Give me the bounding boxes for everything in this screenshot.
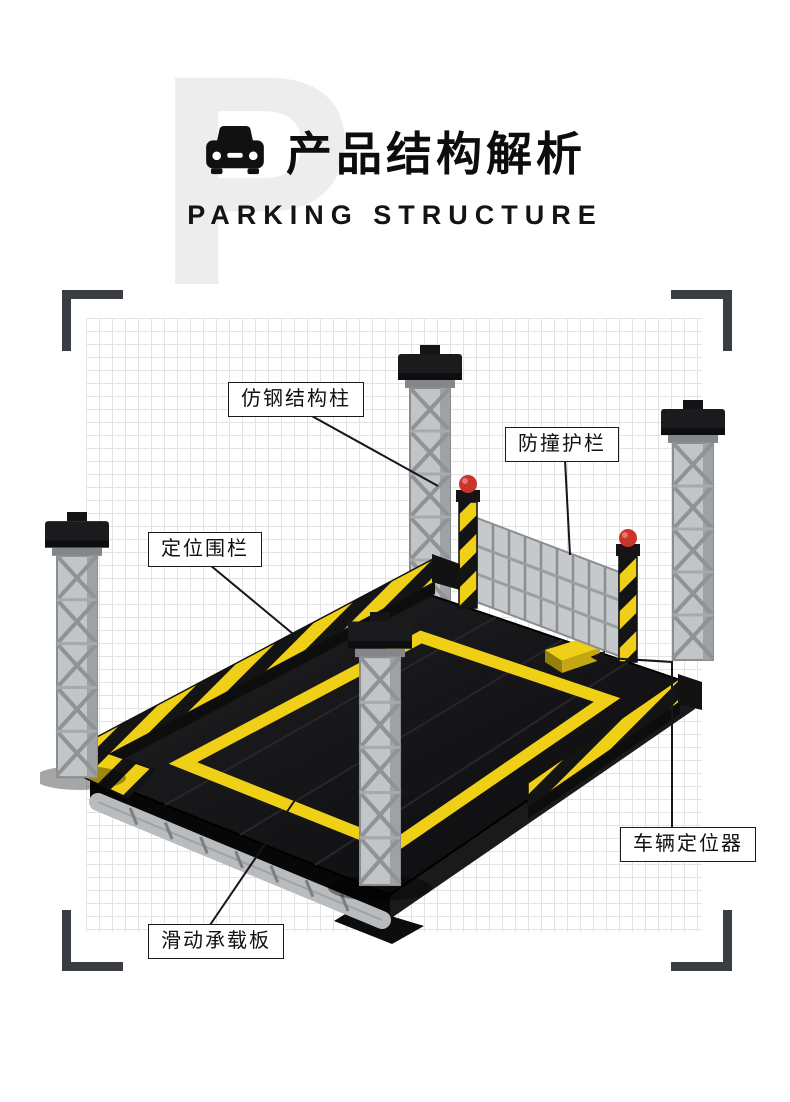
frame-corner-bottom-right-icon <box>671 910 732 971</box>
frame-corner-bottom-left-icon <box>62 910 123 971</box>
header: P 产品结构解析 PARKING STRUCTURE <box>0 0 790 330</box>
leader-sliding-plate <box>209 799 296 926</box>
label-vehicle-positioner: 车辆定位器 <box>620 827 756 862</box>
leader-steel-column <box>309 414 439 487</box>
label-crash-rail: 防撞护栏 <box>505 427 619 462</box>
leader-positioning-fence <box>209 564 299 639</box>
title-row: 产品结构解析 <box>0 0 790 184</box>
frame-corner-top-right-icon <box>671 290 732 351</box>
leader-vehicle-positioner <box>590 650 673 828</box>
right-edge-curb <box>527 674 702 819</box>
car-front-icon <box>204 126 266 176</box>
label-sliding-plate: 滑动承载板 <box>148 924 284 959</box>
page-subtitle: PARKING STRUCTURE <box>187 200 603 230</box>
steel-column-front <box>328 612 432 901</box>
watermark-letter: P <box>155 12 356 348</box>
crash-guardrail <box>456 475 640 663</box>
label-positioning-fence: 定位围栏 <box>148 532 262 567</box>
label-steel-column: 仿钢结构柱 <box>228 382 364 417</box>
steel-column-left <box>40 512 126 790</box>
frame-corner-top-left-icon <box>62 290 123 351</box>
steel-column-right <box>659 398 727 662</box>
structure-figure: 仿钢结构柱 防撞护栏 定位围栏 车辆定位器 滑动承载板 <box>40 290 756 985</box>
page-title: 产品结构解析 <box>286 128 586 180</box>
leader-crash-rail <box>564 459 571 556</box>
parking-structure-illustration <box>40 343 727 944</box>
sliding-plate-rollers <box>89 793 391 929</box>
leader-lines <box>209 414 673 926</box>
